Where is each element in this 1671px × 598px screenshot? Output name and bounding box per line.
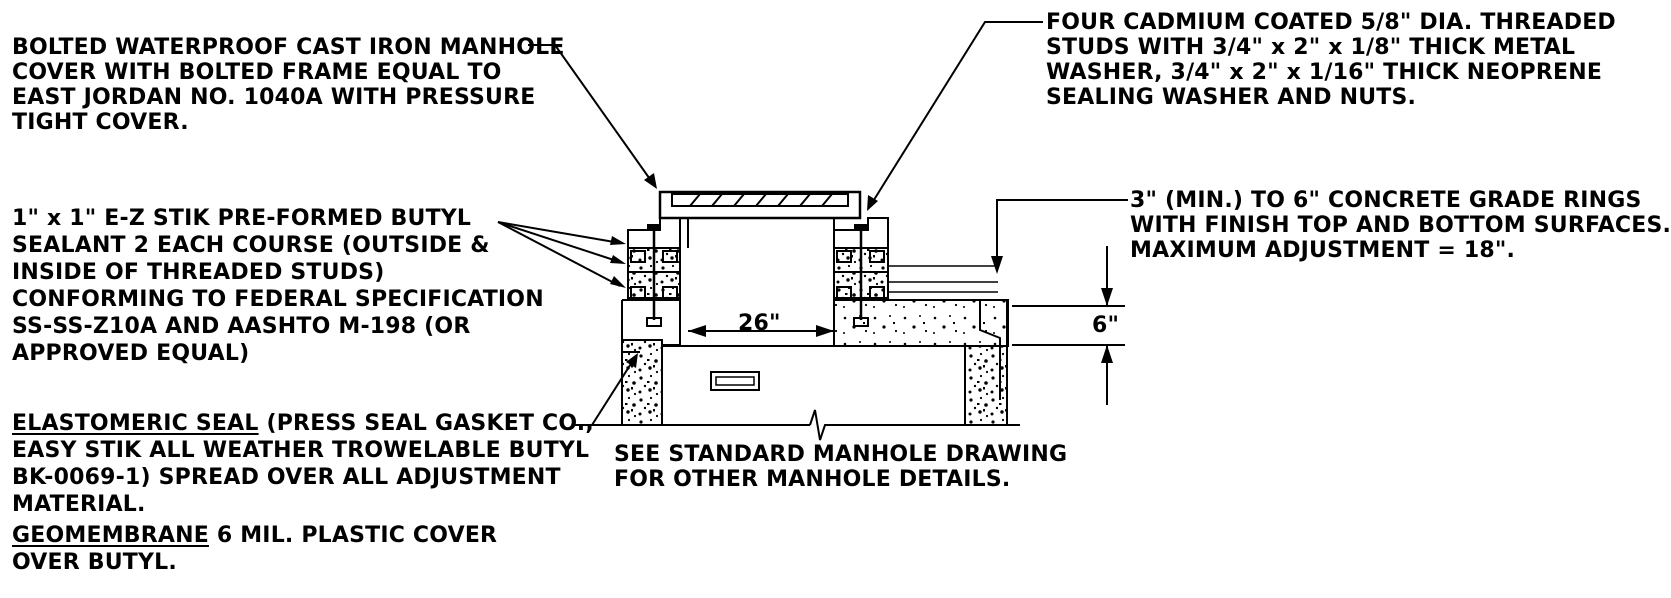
note-grade-rings: 3" (MIN.) TO 6" CONCRETE GRADE RINGS WIT… (1130, 188, 1671, 263)
ground-line-right-break (809, 409, 1020, 441)
dim-opening-label: 26" (738, 311, 781, 336)
cover-hatch (689, 193, 833, 207)
note-butyl-sealant: 1" x 1" E-Z STIK PRE-FORMED BUTYL SEALAN… (12, 206, 544, 366)
manhole-step (710, 371, 760, 391)
note-elastomeric-seal: ELASTOMERIC SEAL (PRESS SEAL GASKET CO.,… (12, 411, 594, 517)
note-see-standard: SEE STANDARD MANHOLE DRAWING FOR OTHER M… (614, 442, 1068, 492)
butyl-sealant-squares (630, 250, 885, 299)
manhole-detail-drawing: 26" 6" BOLTED WATERPROOF CAST IRON MANHO… (12, 10, 1671, 575)
stud-nut-left (647, 224, 661, 230)
note-cover: BOLTED WATERPROOF CAST IRON MANHOLE COVE… (12, 35, 565, 135)
ring-extension-lines (888, 265, 998, 293)
geomembrane-title: GEOMEMBRANE (12, 523, 209, 548)
dim-depth-label: 6" (1092, 313, 1120, 338)
stud-nut-right (854, 224, 868, 230)
drawing-linework (497, 21, 1128, 441)
leader-lines (497, 21, 1128, 426)
note-studs: FOUR CADMIUM COATED 5/8" DIA. THREADED S… (1046, 10, 1616, 110)
elastomeric-seal-title: ELASTOMERIC SEAL (12, 411, 259, 436)
threaded-studs (652, 226, 863, 320)
note-geomembrane: GEOMEMBRANE 6 MIL. PLASTIC COVER OVER BU… (12, 523, 498, 575)
